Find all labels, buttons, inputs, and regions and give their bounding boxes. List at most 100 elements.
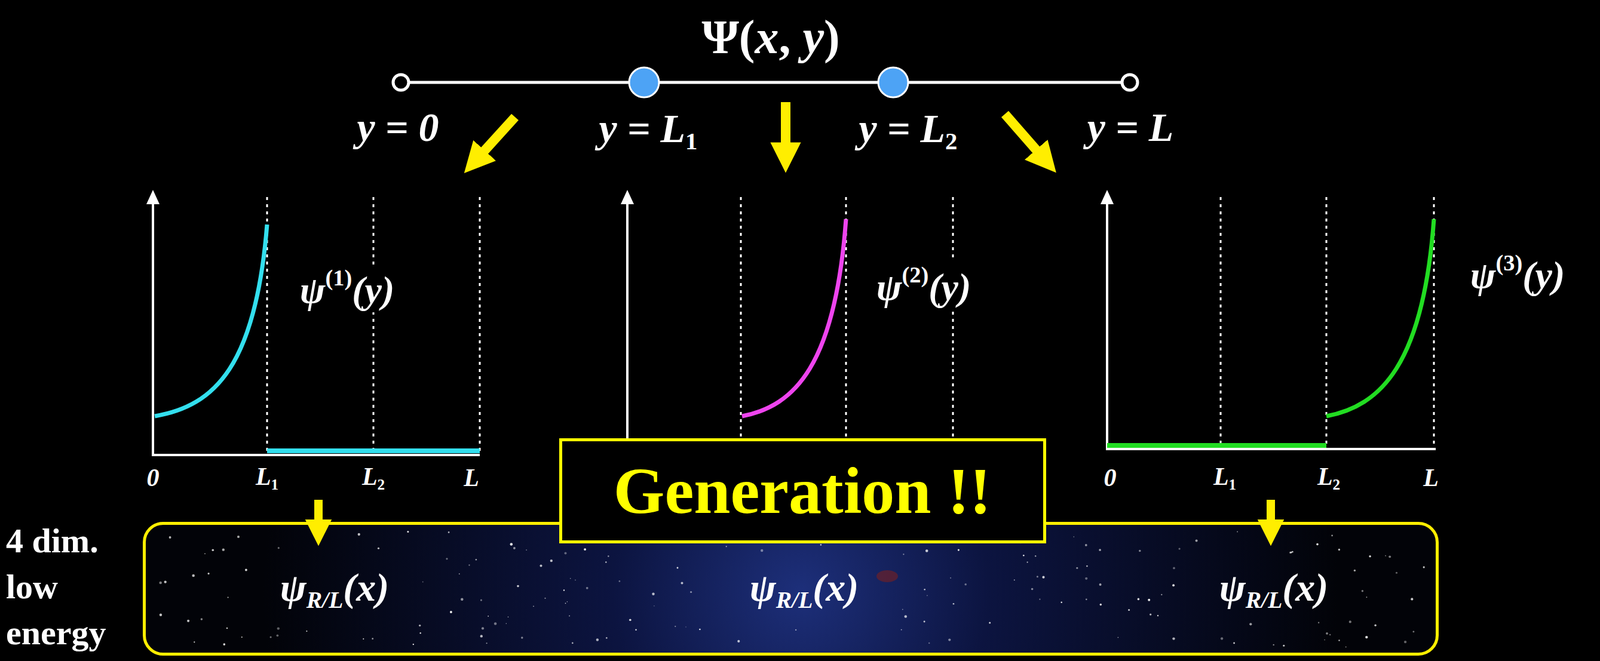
star [207, 572, 210, 575]
star [227, 597, 229, 599]
star [412, 644, 415, 646]
field-mode-label: ψR/L(x) [1219, 565, 1329, 615]
star [277, 627, 280, 630]
star [226, 627, 229, 630]
text-part: (2) [901, 262, 929, 288]
star [568, 615, 570, 618]
star [1073, 536, 1075, 538]
star [550, 559, 553, 563]
boundary-point [393, 74, 409, 91]
text-part: Ψ( [701, 10, 755, 64]
star [725, 546, 728, 548]
star [507, 617, 510, 619]
star [653, 605, 655, 608]
yellow-arrow [1266, 500, 1275, 533]
star [571, 642, 574, 645]
text-part: ) [823, 10, 841, 64]
text-part: 1 [685, 128, 698, 156]
star [1038, 599, 1041, 601]
star [1388, 555, 1391, 559]
star [1086, 565, 1088, 568]
star [948, 638, 951, 642]
text-part: (1) [325, 265, 352, 291]
text-part: 0 [1104, 464, 1117, 492]
star [377, 547, 380, 550]
extra-dimension-line [400, 81, 1130, 85]
axis-tick-label: 0 [146, 463, 160, 493]
text-part: Generation !! [613, 454, 992, 528]
star [596, 638, 599, 642]
star [475, 559, 478, 562]
plot-1 [146, 189, 480, 456]
star [1034, 555, 1036, 557]
star [699, 629, 701, 631]
position-label: y = L2 [859, 105, 958, 156]
star [481, 627, 484, 630]
star [448, 531, 450, 534]
text-part: 0 [146, 464, 160, 492]
star [241, 636, 243, 639]
star [651, 593, 655, 596]
star [586, 587, 589, 590]
star [1172, 567, 1176, 570]
text-part: x [754, 10, 779, 64]
star [1157, 615, 1160, 618]
text-part: 2 [945, 128, 958, 156]
star [510, 543, 514, 547]
star [204, 553, 206, 555]
star [1084, 544, 1088, 547]
star [1041, 576, 1045, 579]
star [222, 643, 226, 646]
star [1395, 572, 1398, 575]
star [1084, 577, 1088, 581]
star [949, 577, 952, 579]
brane-point [629, 67, 659, 98]
star [1361, 590, 1364, 593]
star [1195, 539, 1198, 542]
star [1036, 575, 1039, 578]
axis-tick-label: L [1423, 463, 1439, 493]
nebula-spot [876, 570, 898, 583]
position-label: y = L1 [599, 105, 698, 156]
yellow-arrow [780, 102, 791, 158]
yellow-arrow [474, 117, 516, 162]
star [1099, 583, 1102, 587]
plot-2 [620, 189, 953, 456]
text-part: 2 [1332, 476, 1341, 493]
star [1423, 566, 1425, 569]
star [569, 578, 572, 580]
star [1345, 647, 1347, 649]
star [1233, 642, 1235, 645]
field-mode-label: ψR/L(x) [280, 565, 390, 615]
text-part: 1 [1228, 476, 1237, 493]
star [305, 630, 308, 633]
text-part: L [463, 464, 480, 492]
star [1412, 630, 1415, 633]
star [544, 598, 546, 600]
star [169, 536, 172, 539]
star [1273, 644, 1275, 646]
axis-tick-label: 0 [1104, 463, 1117, 493]
text-part: R/L [306, 587, 344, 614]
star [1147, 599, 1151, 602]
text-part: (y) [1522, 253, 1565, 297]
star [904, 615, 907, 618]
star [1331, 535, 1333, 538]
star [494, 622, 498, 626]
star [187, 620, 190, 623]
star [158, 581, 162, 585]
star [357, 533, 361, 536]
axis-tick-label: L2 [362, 462, 385, 495]
star [1098, 549, 1102, 552]
text-part: (x) [342, 565, 389, 610]
star [1137, 598, 1140, 602]
star [406, 531, 409, 533]
mode-function-label: ψ(1)(y) [296, 264, 399, 312]
star [222, 549, 225, 552]
yellow-arrow [314, 500, 323, 533]
star [1128, 609, 1130, 612]
star [635, 629, 637, 632]
star [690, 591, 692, 594]
